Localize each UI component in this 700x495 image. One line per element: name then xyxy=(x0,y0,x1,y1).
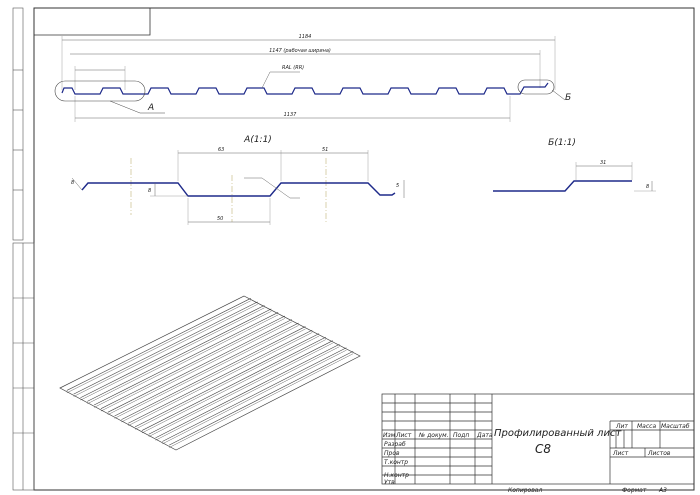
detail-a-dim-50: 50 xyxy=(217,216,223,222)
detail-a-dim-8: 8 xyxy=(148,188,151,194)
detail-a-dim-63: 63 xyxy=(218,147,224,153)
callout-a-label: А xyxy=(147,103,154,113)
corrugation-line xyxy=(155,346,340,441)
main-profile-view: 1184 1147 (рабочая ширина) RAL (RR) 1137… xyxy=(54,34,571,122)
corrugation-line xyxy=(107,319,292,413)
col-doc: № докум. xyxy=(418,432,449,439)
corrugation-line xyxy=(80,305,265,399)
detail-b-view: Б(1:1) 31 8 xyxy=(493,138,656,192)
detail-a-dim-51: 51 xyxy=(322,147,328,153)
corrugation-line xyxy=(100,318,286,412)
format-value: А3 xyxy=(658,487,667,494)
title-line-2: С8 xyxy=(535,442,551,456)
corrugation-line xyxy=(169,353,354,448)
lbl-list: Лист xyxy=(612,450,629,457)
dim-label-1137: 1137 xyxy=(284,112,298,118)
dim-label-1184: 1184 xyxy=(299,34,312,40)
corrugation-line xyxy=(121,328,306,423)
corrugation-line xyxy=(73,301,258,395)
corrugation-line xyxy=(128,329,313,424)
left-margin-upper xyxy=(12,7,24,241)
lbl-listov: Листов xyxy=(647,450,671,457)
detail-a-profile xyxy=(81,182,396,197)
corrugation-line xyxy=(87,311,272,404)
row-prov: Пров xyxy=(384,450,400,457)
corrugation-line xyxy=(66,300,251,394)
hdr-massa: Масса xyxy=(637,423,656,430)
detail-a-dim-edge: 8 xyxy=(71,180,74,186)
callout-b-ellipse xyxy=(517,79,555,95)
corrugation-line xyxy=(128,332,313,426)
detail-a-view: А(1:1) 63 51 50 8 8 5 xyxy=(71,135,405,225)
col-list: Лист xyxy=(395,432,412,439)
row-nkontr: Н.контр xyxy=(384,472,409,479)
sheet-border xyxy=(33,7,695,491)
corrugation-line xyxy=(155,343,340,439)
corrugation-line xyxy=(80,307,265,401)
callout-b-label: Б xyxy=(565,93,571,103)
corrugation-line xyxy=(148,340,333,435)
corrugation-line xyxy=(94,314,279,408)
corrugation-line xyxy=(134,335,320,430)
corrugation-line xyxy=(162,349,347,445)
col-sign: Подп xyxy=(453,432,469,439)
corrugation-line xyxy=(148,342,333,437)
top-left-stamp xyxy=(34,8,151,36)
dim-label-1147: 1147 (рабочая ширина) xyxy=(269,48,331,54)
corrugation-line xyxy=(93,312,279,406)
title-line-1: Профилированный лист xyxy=(494,428,622,439)
corrugation-line xyxy=(141,336,327,431)
corrugation-line xyxy=(66,298,251,391)
col-date: Дата xyxy=(476,432,493,439)
copied-label: Копировал xyxy=(508,487,542,494)
row-tkontr: Т.контр xyxy=(384,459,408,466)
detail-a-dim-small: 5 xyxy=(396,183,399,189)
ral-label: RAL (RR) xyxy=(282,65,304,71)
isometric-outline xyxy=(59,295,361,451)
corrugation-line xyxy=(87,308,272,402)
isometric-sheet-view xyxy=(59,295,361,451)
row-razrab: Разраб xyxy=(384,441,406,448)
row-utv: Утв xyxy=(384,479,395,486)
callout-a-ellipse xyxy=(54,80,146,102)
detail-b-dim-8: 8 xyxy=(646,184,649,190)
hdr-lit: Лит xyxy=(615,423,628,430)
corrugation-line xyxy=(114,322,299,417)
corrugation-line xyxy=(100,315,286,409)
detail-b-dim-31: 31 xyxy=(600,160,606,166)
detail-b-title: Б(1:1) xyxy=(548,138,576,148)
corrugation-line xyxy=(162,347,347,442)
title-block xyxy=(381,393,695,485)
col-izm: Изм xyxy=(383,432,396,439)
detail-a-title: А(1:1) xyxy=(243,135,272,145)
format-label: Формат xyxy=(622,487,647,494)
corrugation-line xyxy=(169,351,354,446)
hdr-masshtab: Масштаб xyxy=(661,423,690,430)
left-margin-lower xyxy=(12,242,35,491)
corrugation-line xyxy=(114,325,299,419)
sheet-profile-line xyxy=(61,82,549,95)
corrugation-line xyxy=(107,321,292,415)
corrugation-line xyxy=(73,304,258,397)
corrugation-line xyxy=(121,326,306,420)
detail-b-profile xyxy=(493,180,632,192)
corrugation-line xyxy=(141,339,326,434)
corrugation-line xyxy=(134,333,320,428)
